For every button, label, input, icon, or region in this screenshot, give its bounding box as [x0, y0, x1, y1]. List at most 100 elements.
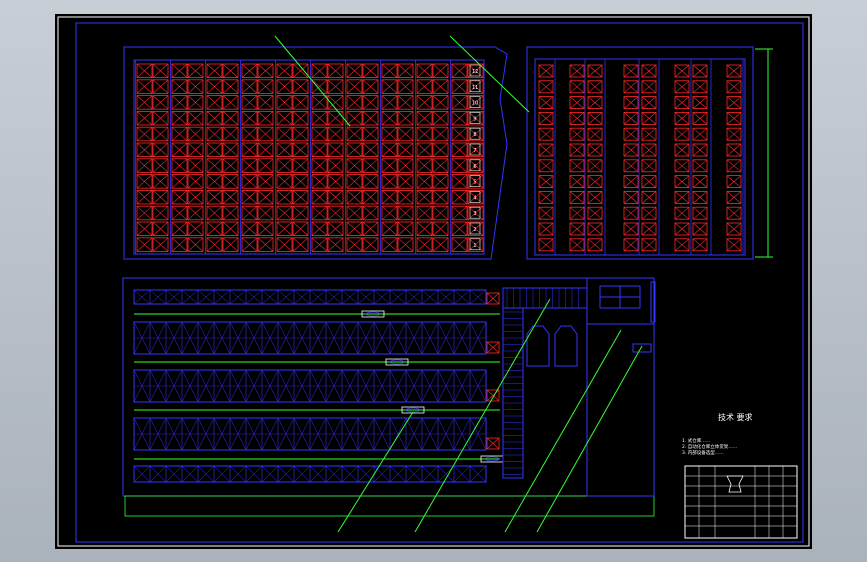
rack-side-crate [692, 143, 708, 157]
rack-crate [187, 174, 204, 189]
tech-requirement-line: 1. 式仓库…… [682, 437, 710, 444]
aisle-rack-row [133, 289, 487, 305]
rack-crate [292, 189, 309, 205]
drawing-border [75, 22, 804, 543]
row-number: 5 [473, 180, 476, 186]
rack-crate [206, 79, 223, 94]
rack-crate [416, 95, 433, 110]
rack-crate [381, 174, 398, 189]
rack-crate [311, 189, 328, 205]
rack-side-crate [538, 159, 554, 173]
rack-crate [187, 205, 204, 221]
rack-crate [451, 111, 468, 126]
rack-side-crate [538, 80, 554, 94]
rack-crate [467, 95, 484, 110]
rack-crate [311, 126, 328, 142]
rack-crate [362, 221, 379, 237]
rack-side-view [526, 46, 773, 260]
rack-side-crate [674, 112, 690, 125]
rack-crate [311, 79, 328, 94]
rack-crate [292, 205, 309, 221]
rack-crate [257, 126, 274, 142]
rack-crate [187, 158, 204, 173]
rack-crate [171, 79, 188, 94]
row-number-box [469, 143, 481, 156]
rack-crate [451, 142, 468, 158]
aisle-racks [133, 289, 500, 483]
rack-crate [362, 79, 379, 94]
rack-crate [467, 221, 484, 237]
rack-side-crate [623, 238, 639, 252]
leader-4 [414, 298, 551, 533]
rack-crate [292, 95, 309, 110]
rack-crate [346, 95, 363, 110]
rack-side-crate [623, 159, 639, 173]
rack-side-crate [538, 64, 554, 78]
row-number-box [469, 64, 481, 77]
rack-crate [327, 111, 344, 126]
rack-side-crate [726, 190, 742, 204]
row-number: 10 [472, 101, 478, 107]
rack-crate [327, 142, 344, 158]
rack-crate [451, 95, 468, 110]
rack-crate [276, 79, 293, 94]
rack-crate [136, 189, 153, 205]
rack-crate [292, 142, 309, 158]
rack-crate [381, 189, 398, 205]
rack-crate [136, 126, 153, 142]
rack-crate [327, 158, 344, 173]
rack-crate [152, 174, 169, 189]
rack-crate [381, 158, 398, 173]
rack-crate [276, 111, 293, 126]
rack-crate [257, 95, 274, 110]
rack-crate [327, 126, 344, 142]
rack-crate [152, 189, 169, 205]
rack-crate [257, 221, 274, 237]
rack-crate [171, 95, 188, 110]
rack-crate [416, 221, 433, 237]
rack-side-crate [569, 143, 585, 157]
rack-crate [346, 79, 363, 94]
rack-side-crate [726, 96, 742, 109]
rack-crate [346, 63, 363, 79]
rack-side-crate [641, 190, 657, 204]
rack-crate [222, 142, 239, 158]
rack-crate [222, 205, 239, 221]
office-cabinet [632, 343, 652, 353]
row-number-box [469, 80, 481, 93]
rack-crate [346, 205, 363, 221]
rack-crate [362, 237, 379, 252]
rack-crate [397, 174, 414, 189]
rack-side-crate [674, 206, 690, 220]
row-number-box [469, 159, 481, 172]
stacker-crane [385, 358, 409, 366]
rack-side-crate [641, 206, 657, 220]
rack-crate [416, 126, 433, 142]
rack-crate [171, 111, 188, 126]
row-number: 6 [473, 164, 476, 170]
rack-crate [152, 158, 169, 173]
rack-crate [362, 158, 379, 173]
rack-crate [241, 237, 258, 252]
rack-crate [362, 174, 379, 189]
row-number: 1 [473, 243, 476, 249]
row-number: 9 [473, 116, 476, 122]
rack-side-crate [692, 127, 708, 141]
rack-plan-outline [123, 46, 508, 260]
rack-side-crate [674, 190, 690, 204]
rack-crate [152, 142, 169, 158]
rack-crate [257, 205, 274, 221]
rack-side-crate [623, 206, 639, 220]
row-number-box [469, 191, 481, 203]
rack-side-crate [569, 80, 585, 94]
rack-crate [136, 221, 153, 237]
rack-side-crate [692, 64, 708, 78]
rack-crate [362, 63, 379, 79]
rack-crate [451, 174, 468, 189]
rack-side-crate [692, 190, 708, 204]
rack-crate [257, 79, 274, 94]
rack-side-crate [569, 159, 585, 173]
rack-side-crate [538, 175, 554, 189]
